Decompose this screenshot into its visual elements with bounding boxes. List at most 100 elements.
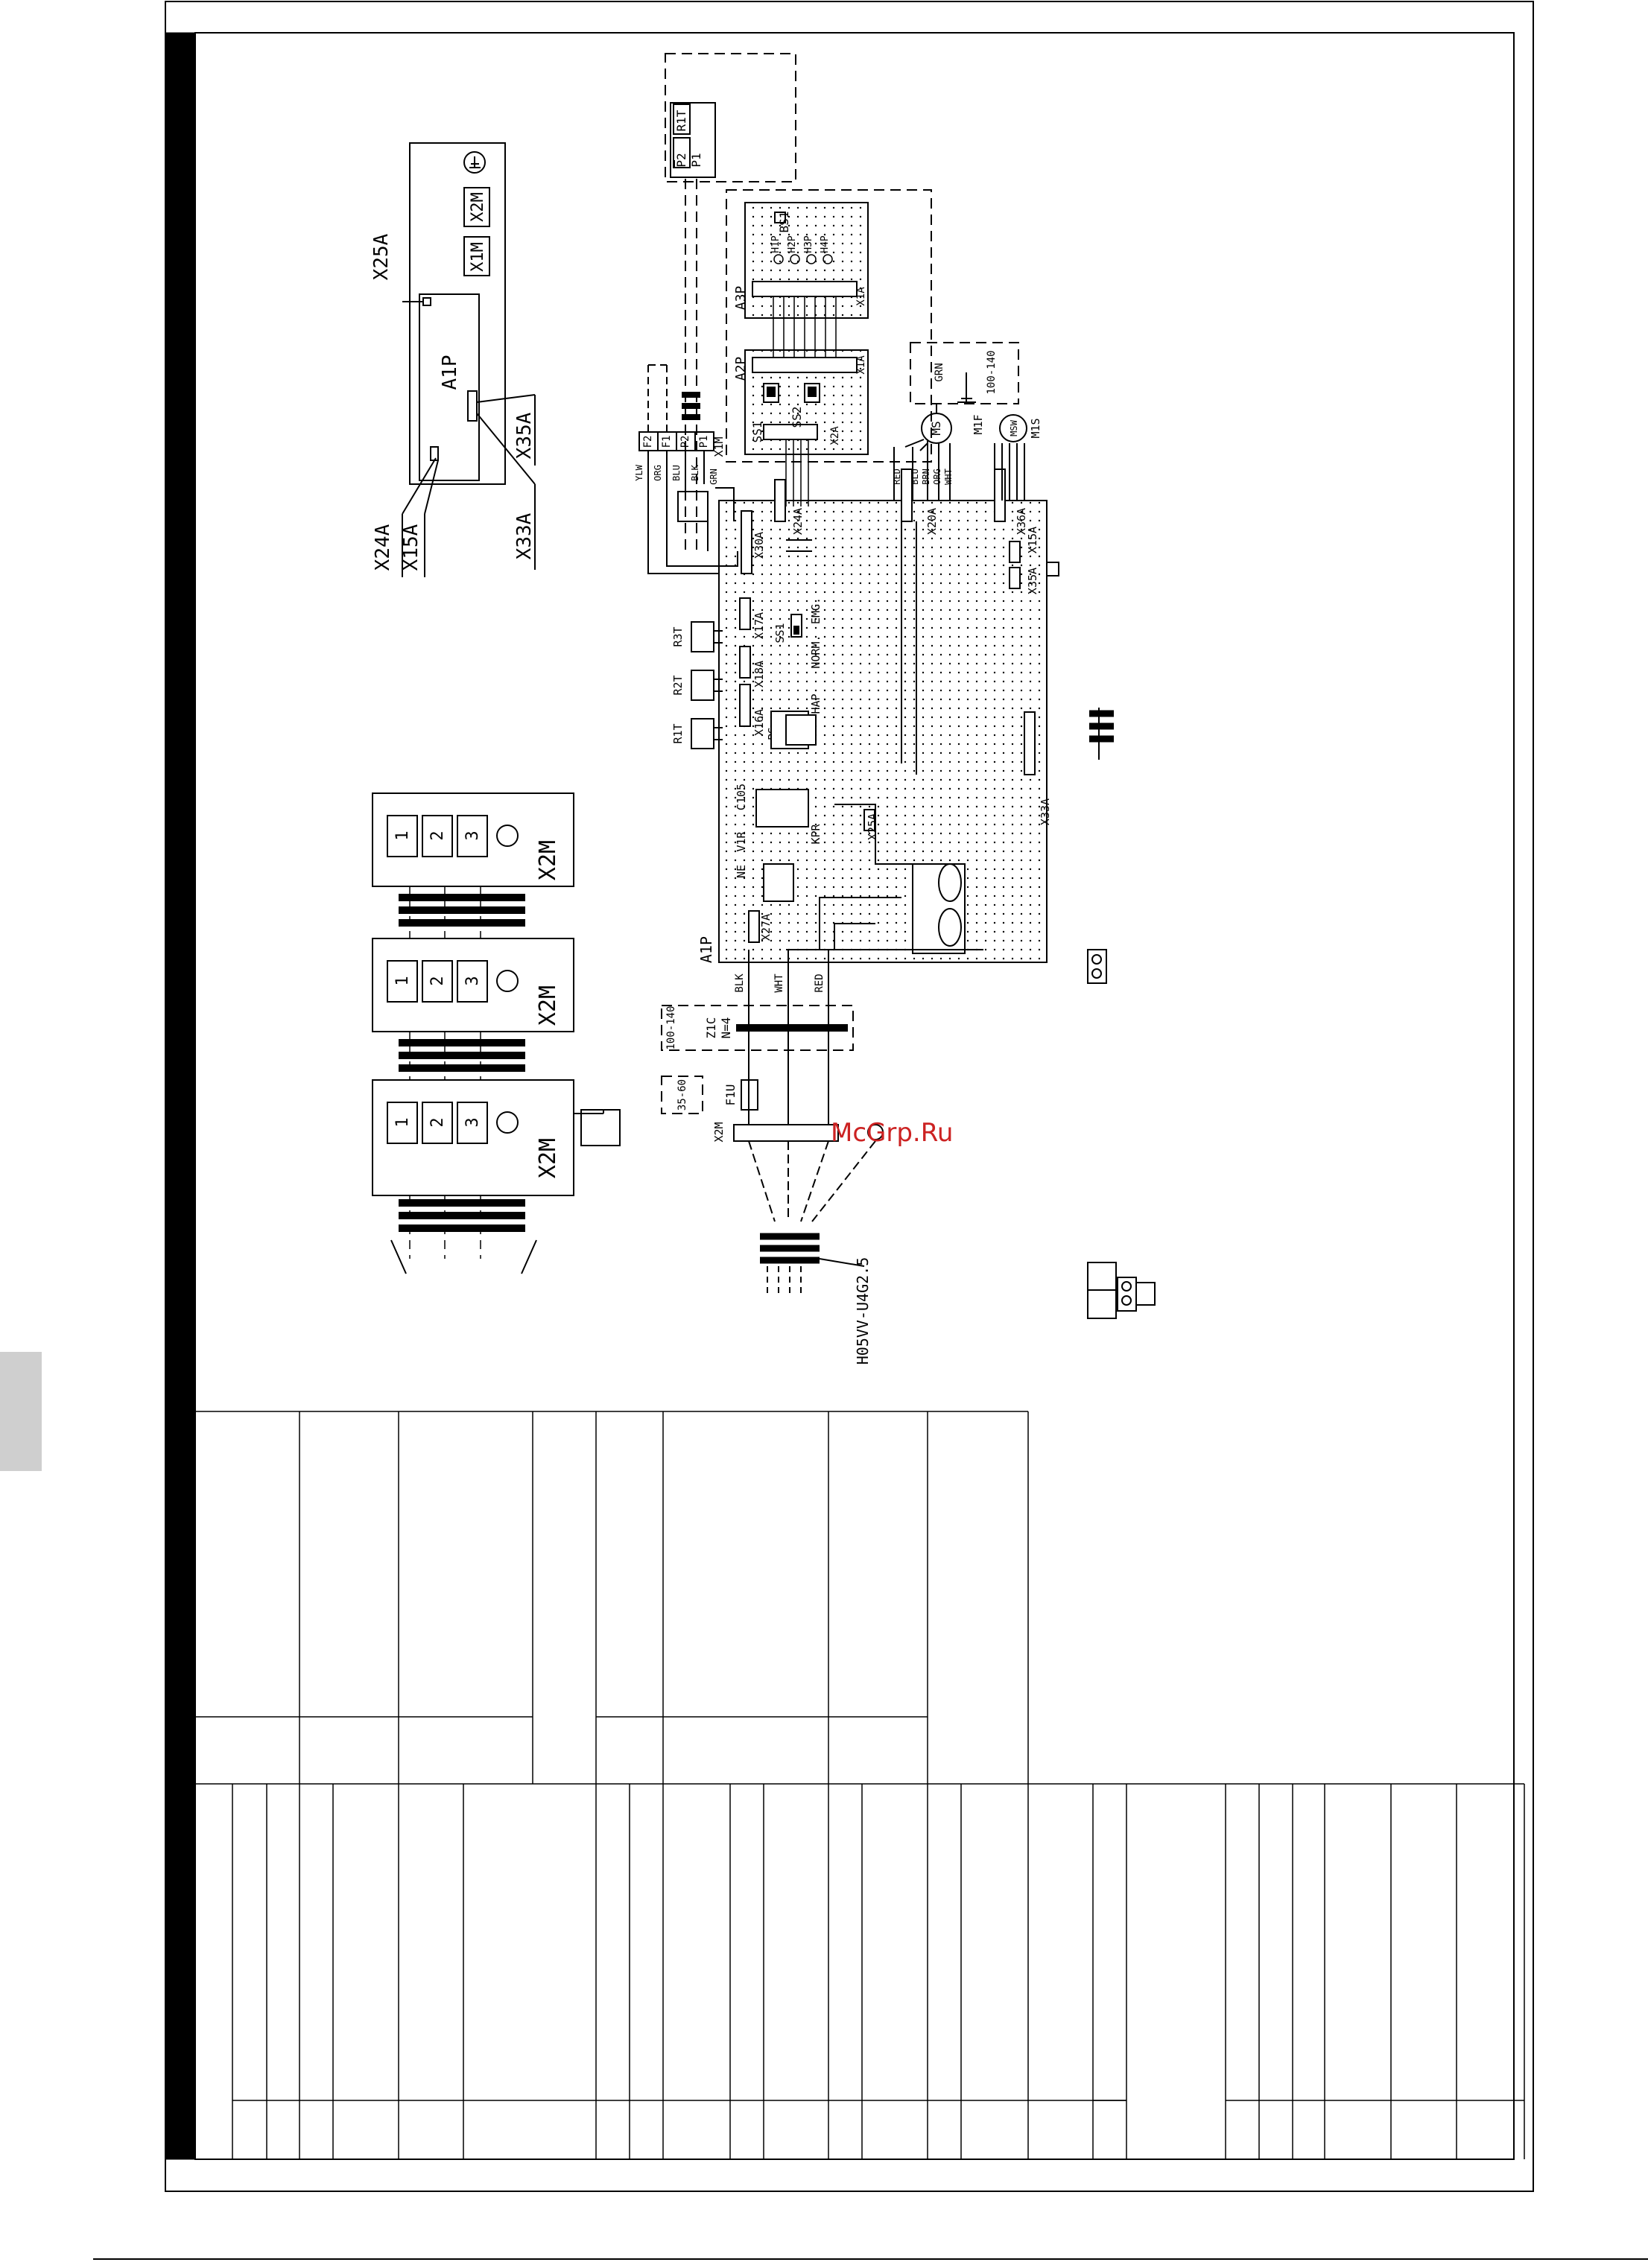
- connector-x30a: [741, 510, 752, 574]
- rc-p1-label: P1: [689, 153, 703, 167]
- connector-label: X16A: [752, 709, 766, 736]
- fan-wire-label: ORG: [932, 468, 942, 485]
- terminal-cell: [387, 1102, 418, 1144]
- led-label: H3P: [803, 235, 814, 253]
- a2p-ss2-label: SS2: [790, 407, 804, 428]
- power-wire-label: BLK: [734, 973, 746, 993]
- terminal-pin-label: 1: [393, 830, 412, 840]
- main-pcb-label: A1P: [697, 936, 715, 963]
- location-diagram: A1P X25A X24A X15A X33A X35A X1M X2M: [370, 142, 536, 577]
- fan-motor-ground-label: GRN: [934, 363, 945, 381]
- connector-label: X30A: [752, 532, 766, 559]
- terminal-pin-label: 2: [428, 976, 447, 985]
- led-icon: [806, 254, 817, 264]
- terminal-cell: [387, 960, 418, 1003]
- thermistor-label: R1T: [671, 723, 685, 743]
- thermistor-icon: [691, 621, 714, 652]
- fan-wire-label: RED: [892, 468, 902, 485]
- power-wire-label: RED: [814, 973, 825, 992]
- connector-x17a: [739, 597, 751, 630]
- thermistor-label: R2T: [671, 675, 685, 695]
- terminal-block-label: X2M: [535, 985, 561, 1026]
- a2p-label: A2P: [733, 357, 749, 381]
- location-x33a-label: X33A: [513, 512, 536, 559]
- terminal-pin-label: 3: [463, 976, 482, 985]
- x1m-terminal-label: P2: [679, 436, 691, 448]
- signal-wire-label: BLK: [690, 464, 700, 480]
- led-icon: [773, 254, 784, 264]
- fan-wire-label: WHT: [943, 468, 954, 485]
- a2p-ss1-label: SS1: [750, 422, 764, 443]
- led-label: H4P: [820, 235, 831, 253]
- legend-table: [195, 1411, 1525, 2159]
- remote-controller: [665, 53, 796, 551]
- led-icon: [823, 254, 833, 264]
- signal-wire-label: ORG: [653, 465, 663, 481]
- terminal-cell: [457, 960, 488, 1003]
- component-label: C105: [735, 784, 748, 810]
- x1m-terminal-label: P1: [698, 436, 710, 448]
- watermark: McGrp.Ru: [831, 1118, 953, 1148]
- thermistor-lead: [714, 630, 723, 644]
- filter-models-label: 100-140: [665, 1006, 677, 1049]
- terminal-cell: [422, 815, 453, 857]
- connector-x16a: [739, 684, 751, 727]
- filter-turns-label: N=4: [719, 1017, 733, 1039]
- legend-symbols: [1087, 708, 1156, 1319]
- signal-wire-label: YLW: [634, 464, 644, 480]
- connector-x15a: [1009, 541, 1021, 563]
- terminal-cell: [457, 815, 488, 857]
- earth-icon: [496, 970, 519, 992]
- component-label: NE: [735, 865, 748, 878]
- signal-wire-label: BLU: [671, 465, 682, 481]
- cable-label: H05VV-U4G2.5: [854, 1257, 872, 1365]
- terminal-pin-label: 1: [393, 976, 412, 985]
- component-label: NORM.: [809, 635, 823, 668]
- fan-wire-label: BRN: [921, 468, 931, 485]
- earth-icon: [496, 825, 519, 847]
- terminal-pin-label: 1: [393, 1117, 412, 1127]
- led-label: H1P: [770, 235, 782, 253]
- terminal-blocks: [372, 792, 621, 1274]
- connector-label: X20A: [925, 508, 939, 535]
- terminal-block-label: X2M: [535, 1138, 561, 1178]
- earth-icon: [496, 1111, 519, 1134]
- connector-x33a: [1024, 711, 1036, 775]
- component-label: V1R: [735, 830, 748, 851]
- x1m-label: X1M: [712, 436, 726, 457]
- fuse-label: F1U: [723, 1084, 738, 1106]
- fan-wire-label: BLU: [910, 468, 920, 485]
- location-x1m-label: X1M: [469, 242, 487, 272]
- connector-label: X27A: [759, 914, 773, 941]
- terminal-x1m: [638, 364, 738, 574]
- connector-x24a: [774, 479, 786, 522]
- connector-label: X36A: [1015, 508, 1028, 535]
- component-label: HAP: [809, 693, 823, 714]
- fuse-models-label: 35-60: [676, 1079, 688, 1111]
- fuse-terminal-label: X2M: [712, 1122, 726, 1142]
- a3p-bs1-label: BS1: [777, 212, 791, 233]
- connector-x36a: [994, 468, 1006, 522]
- connector-label: X35A: [1026, 568, 1039, 594]
- terminal-cell: [422, 1102, 453, 1144]
- connector-label: X25A: [866, 813, 879, 840]
- page-tab-marker: [0, 1352, 42, 1471]
- switch-knob-icon: [793, 626, 799, 635]
- component-label: KPR: [809, 823, 823, 844]
- connector-label: X24A: [791, 508, 805, 535]
- a2p-x1a-label: X1A: [855, 355, 867, 375]
- location-pcb-label: A1P: [439, 355, 461, 390]
- power-input: [661, 950, 884, 1296]
- thermistor-icon: [691, 718, 714, 749]
- a3p-x1a-label: X1A: [855, 287, 867, 306]
- terminal-pin-label: 2: [428, 1117, 447, 1127]
- terminal-block-label: X2M: [535, 840, 561, 880]
- connector-label: X17A: [752, 612, 766, 639]
- connector-x27a: [748, 910, 760, 943]
- connector-label: X33A: [1039, 798, 1052, 825]
- fan-motor-ms-label: MS: [929, 421, 943, 435]
